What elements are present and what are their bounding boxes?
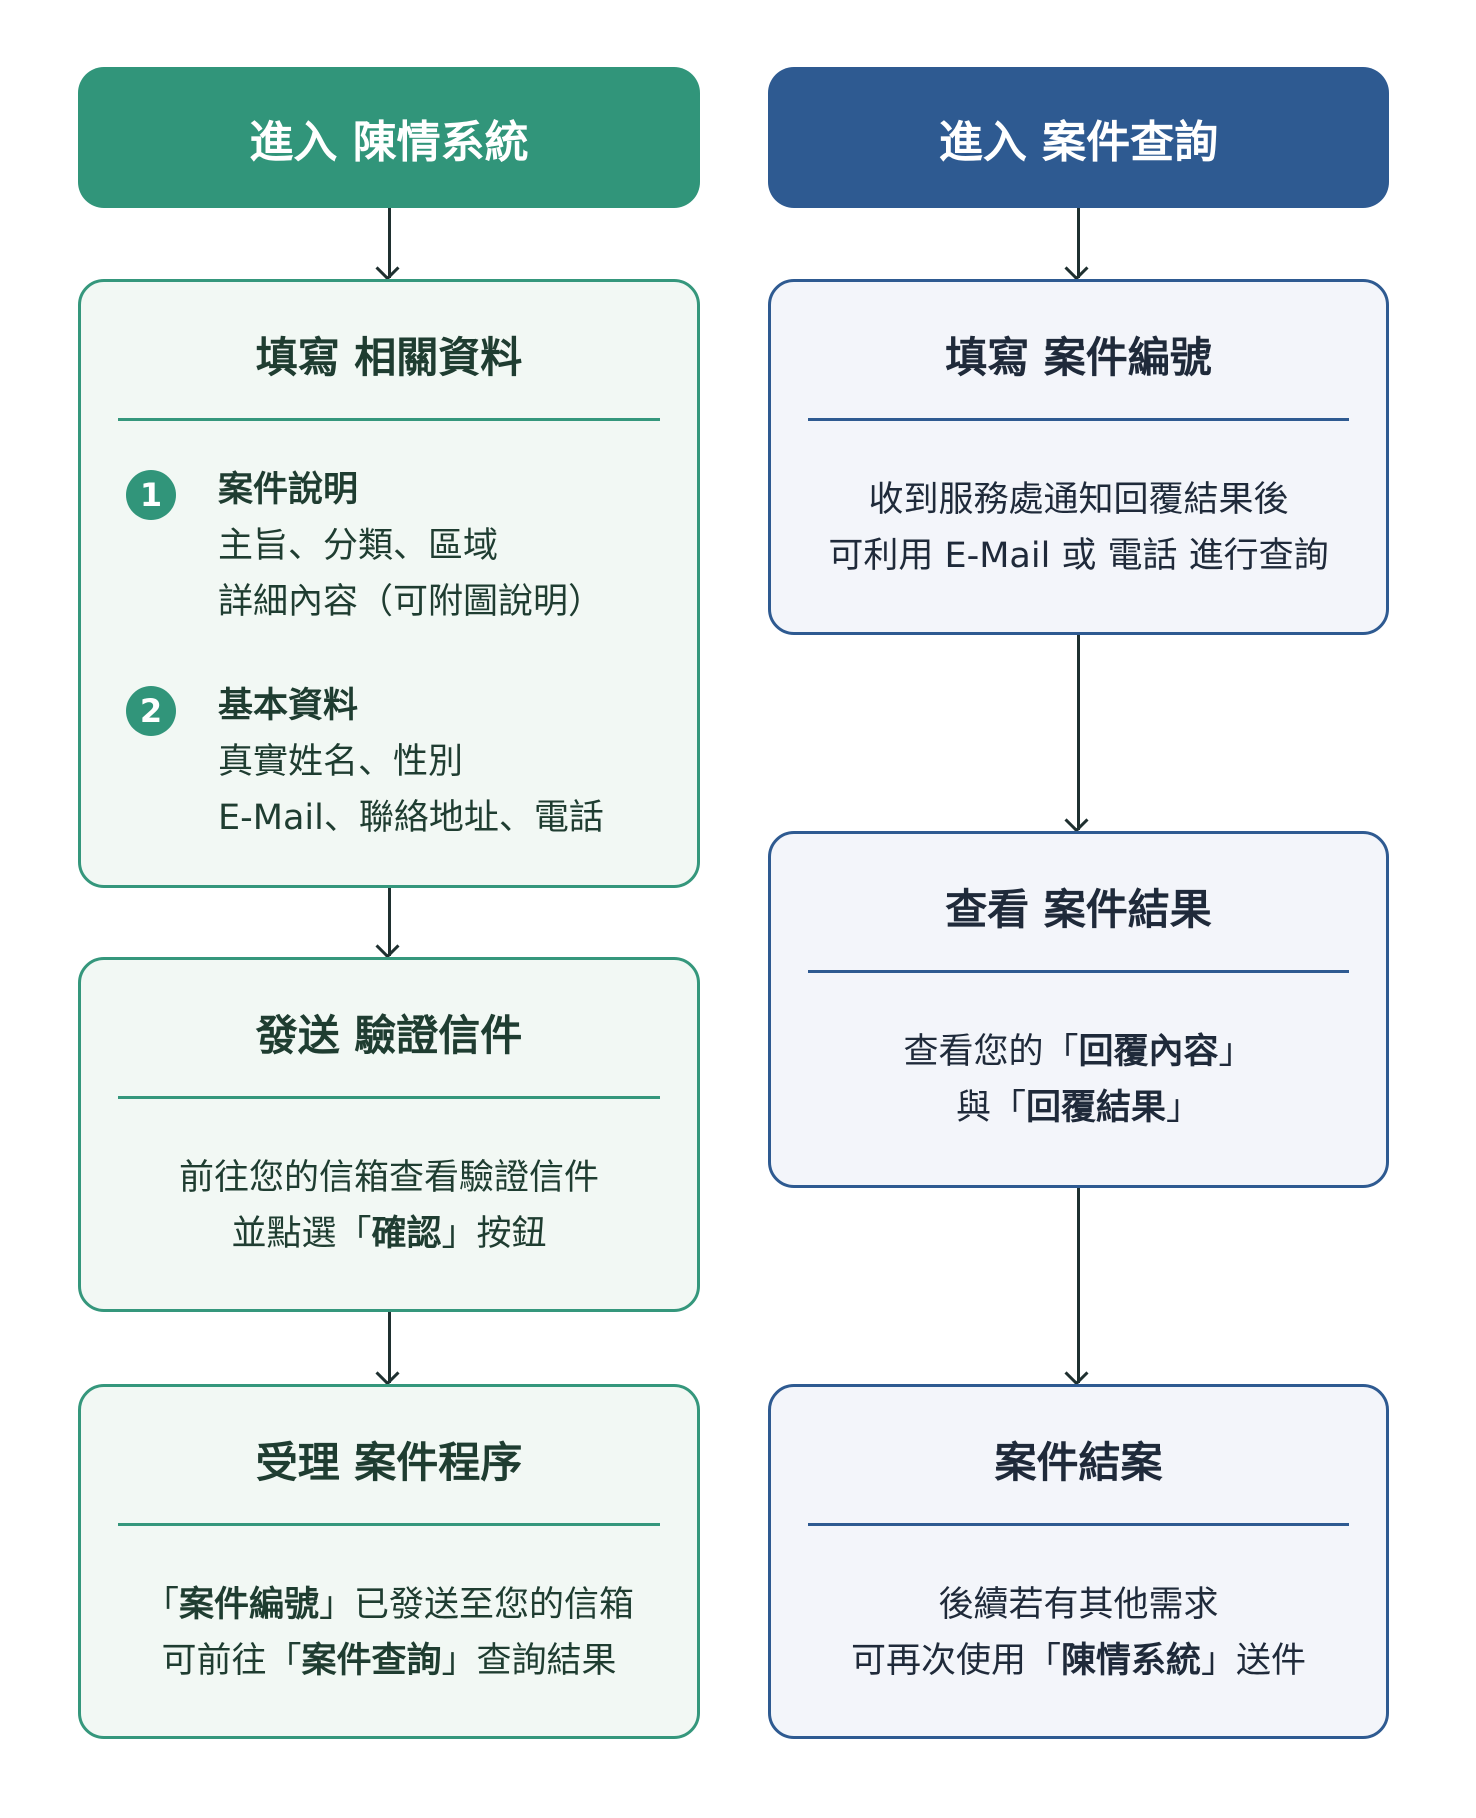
text: 」查詢結果 — [441, 1641, 617, 1681]
step-title: 基本資料 — [218, 686, 359, 726]
divider — [808, 1523, 1349, 1526]
body-line: 收到服務處通知回覆結果後 — [868, 480, 1289, 520]
arrow-down-icon — [388, 1312, 391, 1383]
emphasis: 回覆內容 — [1078, 1032, 1219, 1072]
arrow-down-icon — [1077, 635, 1080, 830]
emphasis: 案件查詢 — [301, 1641, 442, 1681]
case-closed-card: 案件結案 後續若有其他需求 可再次使用「陳情系統」送件 — [768, 1384, 1389, 1739]
divider — [118, 1096, 660, 1099]
body-line: 「案件編號」已發送至您的信箱 — [81, 1577, 697, 1633]
body-line: 查看您的「回覆內容」 — [771, 1024, 1386, 1080]
text: 」 — [1218, 1032, 1254, 1072]
header-label: 進入 陳情系統 — [249, 116, 529, 168]
header-label: 進入 案件查詢 — [938, 116, 1219, 168]
step-line: 真實姓名、性別 — [218, 742, 464, 782]
accept-case-card: 受理 案件程序 「案件編號」已發送至您的信箱 可前往「案件查詢」查詢結果 — [78, 1384, 700, 1739]
text: 「 — [143, 1585, 179, 1625]
card-title: 填寫 案件編號 — [945, 333, 1212, 382]
card-body: 收到服務處通知回覆結果後 可利用 E-Mail 或 電話 進行查詢 — [771, 472, 1386, 584]
divider — [808, 970, 1349, 973]
enter-case-query-header: 進入 案件查詢 — [768, 67, 1389, 208]
card-title: 填寫 相關資料 — [255, 333, 523, 382]
view-result-card: 查看 案件結果 查看您的「回覆內容」 與「回覆結果」 — [768, 831, 1389, 1188]
text: 」已發送至您的信箱 — [319, 1585, 635, 1625]
divider — [808, 418, 1349, 421]
emphasis: 回覆結果 — [1025, 1088, 1166, 1128]
step-item: 1 案件說明 主旨、分類、區域 詳細內容（可附圖說明） — [126, 462, 687, 630]
step-item: 2 基本資料 真實姓名、性別 E-Mail、聯絡地址、電話 — [126, 678, 687, 846]
body-line: 並點選「確認」按鈕 — [81, 1206, 697, 1262]
send-verification-card: 發送 驗證信件 前往您的信箱查看驗證信件 並點選「確認」按鈕 — [78, 957, 700, 1312]
card-title: 案件結案 — [994, 1438, 1163, 1487]
confirm-emphasis: 確認 — [371, 1214, 442, 1254]
arrow-down-icon — [1077, 1188, 1080, 1383]
step-title: 案件說明 — [218, 470, 359, 510]
emphasis: 陳情系統 — [1060, 1641, 1201, 1681]
step-line: 詳細內容（可附圖說明） — [218, 582, 604, 622]
card-title: 發送 驗證信件 — [255, 1011, 523, 1060]
fill-case-number-card: 填寫 案件編號 收到服務處通知回覆結果後 可利用 E-Mail 或 電話 進行查… — [768, 279, 1389, 635]
fill-info-card: 填寫 相關資料 1 案件說明 主旨、分類、區域 詳細內容（可附圖說明） 2 基本… — [78, 279, 700, 888]
text: 」 — [1166, 1088, 1202, 1128]
step-line: E-Mail、聯絡地址、電話 — [218, 798, 604, 838]
body-line: 後續若有其他需求 — [938, 1585, 1219, 1625]
card-title: 受理 案件程序 — [255, 1438, 523, 1487]
arrow-down-icon — [388, 208, 391, 278]
arrow-down-icon — [1077, 208, 1080, 278]
step-number-badge: 1 — [126, 470, 176, 520]
body-line: 與「回覆結果」 — [771, 1080, 1386, 1136]
step-number-badge: 2 — [126, 686, 176, 736]
text: 」按鈕 — [441, 1214, 547, 1254]
arrow-down-icon — [388, 888, 391, 956]
enter-petition-system-header: 進入 陳情系統 — [78, 67, 700, 208]
text: 可再次使用「 — [850, 1641, 1061, 1681]
text: 查看您的「 — [903, 1032, 1079, 1072]
step-line: 主旨、分類、區域 — [218, 526, 499, 566]
divider — [118, 418, 660, 421]
body-line: 可前往「案件查詢」查詢結果 — [81, 1633, 697, 1689]
card-body: 前往您的信箱查看驗證信件 並點選「確認」按鈕 — [81, 1150, 697, 1262]
text: 與「 — [955, 1088, 1026, 1128]
text: 」送件 — [1201, 1641, 1307, 1681]
card-title: 查看 案件結果 — [945, 885, 1212, 934]
text: 可前往「 — [161, 1641, 302, 1681]
text: 並點選「 — [231, 1214, 372, 1254]
card-body: 「案件編號」已發送至您的信箱 可前往「案件查詢」查詢結果 — [81, 1577, 697, 1689]
divider — [118, 1523, 660, 1526]
emphasis: 案件編號 — [178, 1585, 319, 1625]
card-body: 後續若有其他需求 可再次使用「陳情系統」送件 — [771, 1577, 1386, 1689]
body-line: 可利用 E-Mail 或 電話 進行查詢 — [828, 536, 1329, 576]
card-body: 查看您的「回覆內容」 與「回覆結果」 — [771, 1024, 1386, 1136]
body-line: 可再次使用「陳情系統」送件 — [771, 1633, 1386, 1689]
body-line: 前往您的信箱查看驗證信件 — [178, 1158, 599, 1198]
